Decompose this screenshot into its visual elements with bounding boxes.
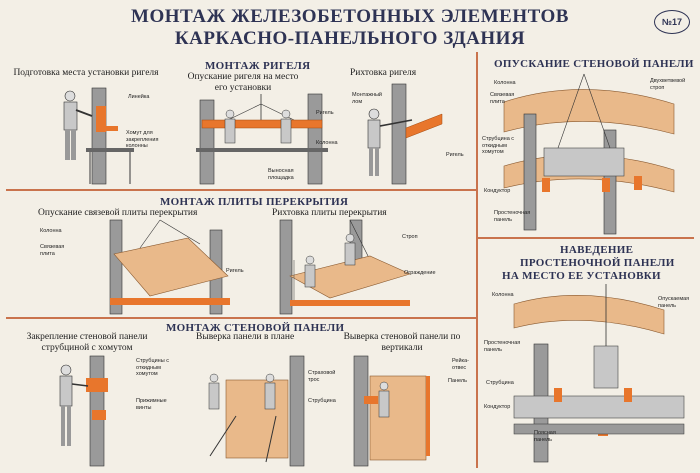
label-reyka: Рейка-отвес	[452, 358, 469, 371]
label-vinty: Прижимные винты	[136, 398, 167, 411]
caption-beam-align: Рихтовка ригеля	[350, 68, 417, 78]
label-rigel: Ригель	[316, 110, 334, 116]
caption-slab-lower: Опускание связевой плиты перекрытия	[38, 208, 198, 218]
label-kolonna-wl: Колонна	[494, 80, 516, 86]
illustration-slab-align	[279, 219, 411, 315]
caption-wall-plan: Выверка панели в плане	[196, 332, 295, 342]
label-rigel-slab: Ригель	[226, 268, 244, 274]
label-strubtsina-plan: Струбцина	[308, 398, 336, 404]
label-panel-wl: Простеночная панель	[494, 210, 531, 223]
label-ograzhdenie: Ограждение	[404, 270, 436, 276]
label-kolonna-slab: Колонна	[40, 228, 62, 234]
illustration-beam-lower	[196, 93, 328, 185]
illustration-beam-prep	[63, 87, 134, 185]
illustration-beam-align	[367, 83, 443, 185]
label-strubtsina-wl: Струбцина с откидным хомутом	[482, 136, 515, 155]
illustration-slab-lower	[109, 219, 230, 315]
illustration-wall-vert	[353, 355, 430, 467]
divider-right	[478, 237, 694, 239]
label-prost-guide: Простеночная панель	[484, 340, 521, 353]
illustration-guide	[513, 284, 685, 463]
illustration-wall-fix	[59, 355, 108, 467]
section-title-beam: МОНТАЖ РИГЕЛЯ	[205, 60, 311, 72]
caption-wall-fix: Закрепление стеновой панели струбциной с…	[26, 332, 148, 353]
label-strubtsiny: Струбцины с откидным хомутом	[136, 358, 169, 377]
label-poyas-guide: Поясная панель	[534, 430, 556, 443]
section-title-guide-2: ПРОСТЕНОЧНОЙ ПАНЕЛИ	[520, 257, 675, 269]
label-tros: Страховой трос	[308, 370, 336, 383]
divider-top-left	[6, 189, 476, 191]
label-strop-slab: Строп	[402, 234, 418, 240]
label-lom: Монтажный лом	[352, 92, 382, 105]
title-line-2: КАРКАСНО-ПАНЕЛЬНОГО ЗДАНИЯ	[174, 28, 526, 49]
label-plita-slab: Связевая плита	[40, 244, 65, 257]
label-ploshchadka: Выносная площадка	[268, 168, 294, 181]
poster-number-badge: №17	[654, 10, 690, 34]
poster-title: МОНТАЖ ЖЕЛЕЗОБЕТОННЫХ ЭЛЕМЕНТОВ КАРКАСНО…	[0, 6, 700, 50]
label-kolonna-guide: Колонна	[492, 292, 514, 298]
label-konduktor-guide: Кондуктор	[484, 404, 511, 410]
divider-vertical	[476, 52, 478, 468]
section-title-slab: МОНТАЖ ПЛИТЫ ПЕРЕКРЫТИЯ	[160, 196, 349, 208]
label-strub-guide: Струбцина	[486, 380, 514, 386]
label-opusk-guide: Опускаемая панель	[658, 296, 690, 309]
caption-beam-prep: Подготовка места установки ригеля	[13, 68, 159, 78]
illustration-wall-plan	[208, 355, 305, 467]
caption-beam-lower: Опускание ригеля на место его установки	[187, 72, 299, 93]
section-title-wallmount: МОНТАЖ СТЕНОВОЙ ПАНЕЛИ	[166, 322, 345, 334]
illustration-wall-lower	[503, 73, 675, 235]
label-strop-wl: Двухветвевой строп	[650, 78, 686, 91]
section-title-walllower: ОПУСКАНИЕ СТЕНОВОЙ ПАНЕЛИ	[494, 58, 694, 70]
label-plita-wl: Связевая плита	[490, 92, 515, 105]
label-rigel-2: Ригель	[446, 152, 464, 158]
label-khomut: Хомут для закрепления колонны	[126, 130, 159, 149]
label-konduktor-wl: Кондуктор	[484, 188, 511, 194]
section-title-guide-1: НАВЕДЕНИЕ	[560, 244, 634, 256]
caption-slab-align: Рихтовка плиты перекрытия	[272, 208, 387, 218]
label-panel-vert: Панель	[448, 378, 468, 384]
section-title-guide-3: НА МЕСТО ЕЕ УСТАНОВКИ	[502, 270, 661, 282]
label-kolonna-beam: Колонна	[316, 140, 338, 146]
divider-mid-left	[6, 317, 476, 319]
label-lineyka: Линейка	[128, 94, 150, 100]
title-line-1: МОНТАЖ ЖЕЛЕЗОБЕТОННЫХ ЭЛЕМЕНТОВ	[131, 6, 569, 27]
caption-wall-vert: Выверка стеновой панели по вертикали	[343, 332, 461, 353]
